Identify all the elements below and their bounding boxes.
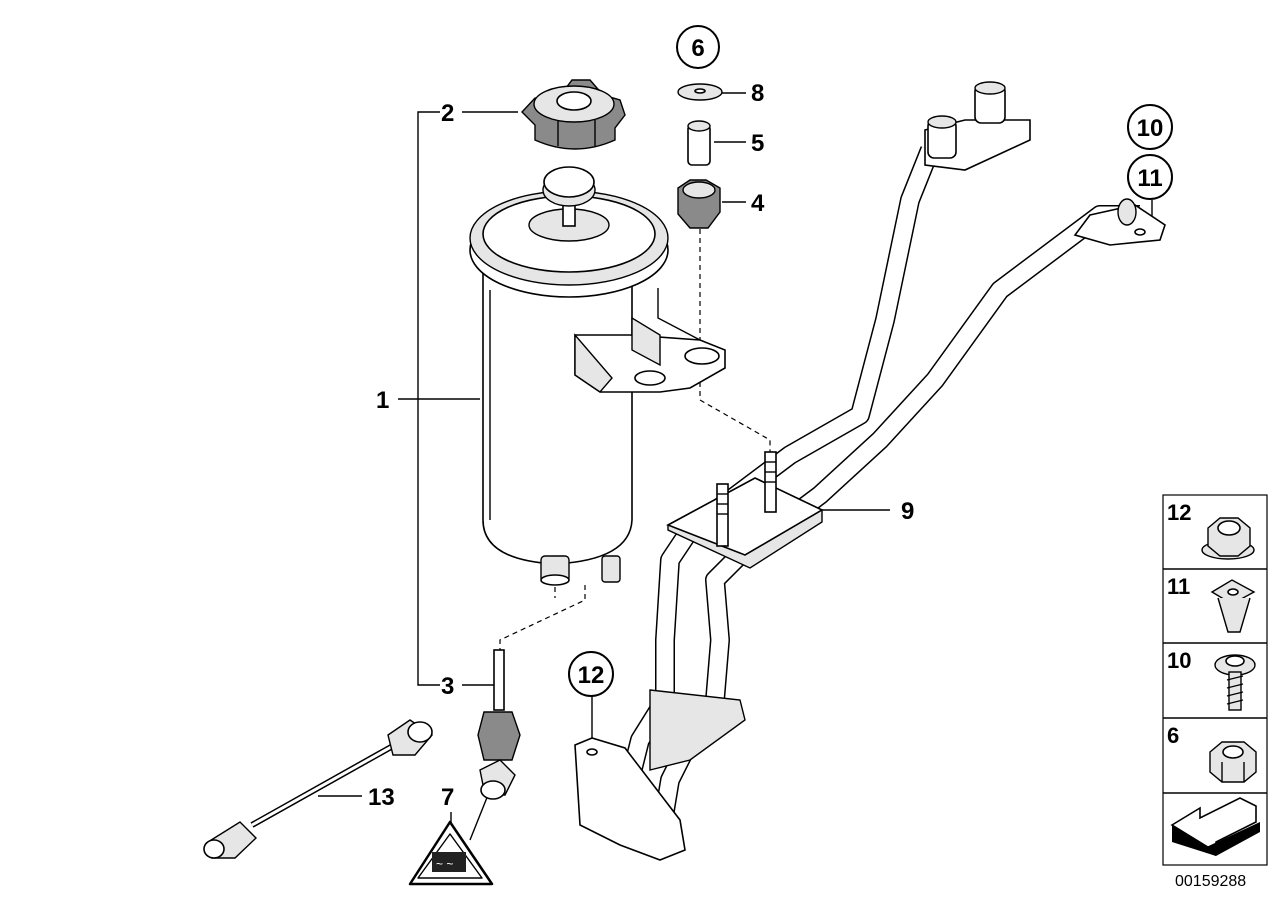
callout-5: 5: [751, 130, 764, 157]
callout-4: 4: [751, 190, 765, 217]
cable: [203, 719, 434, 859]
clip-nut-icon: [1210, 579, 1256, 633]
callout-2: 2: [441, 100, 454, 127]
diagram-number: 00159288: [1175, 873, 1246, 890]
callout-11: 11: [1137, 165, 1162, 192]
pipe-assembly: [574, 81, 1166, 861]
filler-cap: [521, 79, 626, 150]
callout-10: 10: [1137, 115, 1164, 142]
callout-8: 8: [751, 80, 764, 107]
callout-9: 9: [901, 498, 914, 525]
callouts: 1 2 3 4 5 8 9 13 7 6 10 11 12: [368, 25, 1173, 811]
callout-6: 6: [691, 35, 704, 62]
legend-label-6: 6: [1167, 723, 1179, 748]
svg-text:~ ~: ~ ~: [436, 857, 453, 871]
callout-3: 3: [441, 673, 454, 700]
hex-nut-icon: [1209, 741, 1257, 783]
callout-13: 13: [368, 784, 395, 811]
screw-icon: [1214, 654, 1256, 711]
direction-arrow-icon: [1170, 797, 1260, 856]
callout-1: 1: [376, 387, 389, 414]
legend-label-10: 10: [1167, 648, 1191, 673]
mounting-parts: [677, 83, 723, 229]
warning-label: ~ ~: [408, 820, 494, 886]
callout-12: 12: [578, 662, 605, 689]
legend-panel: 12 11 10 6: [1162, 494, 1268, 866]
reservoir: [469, 166, 726, 586]
legend-label-11: 11: [1167, 574, 1190, 599]
callout-7: 7: [441, 784, 454, 811]
flange-nut-icon: [1201, 517, 1255, 560]
level-sensor: [477, 649, 521, 800]
legend-label-12: 12: [1167, 500, 1191, 525]
